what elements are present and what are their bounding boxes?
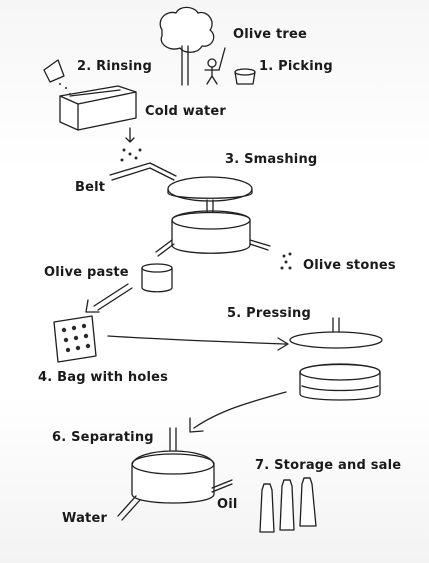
smashing-machine-icon — [155, 176, 271, 257]
separator-icon — [117, 427, 233, 521]
olive-box-icon — [43, 59, 71, 95]
arrow-paste-to-bag — [85, 283, 133, 313]
cold-water-label: Cold water — [145, 104, 226, 119]
olives-on-belt-icon — [120, 148, 142, 162]
rinsing-label: 2. Rinsing — [77, 59, 152, 74]
storage-and-sale-label: 7. Storage and sale — [255, 458, 402, 473]
bag-with-holes-label: 4. Bag with holes — [38, 370, 169, 385]
olive-tree-icon — [159, 6, 215, 86]
smashing-label: 3. Smashing — [225, 152, 318, 167]
paste-container-icon — [141, 263, 173, 293]
olive-stones-label: Olive stones — [303, 258, 396, 273]
belt-icon — [109, 162, 177, 181]
pressing-label: 5. Pressing — [227, 306, 311, 321]
pressing-machine-icon — [289, 317, 383, 401]
water-tank-icon — [59, 85, 137, 131]
arrow-bag-to-press — [107, 335, 289, 351]
belt-label: Belt — [75, 180, 106, 195]
olive-tree-label: Olive tree — [233, 27, 308, 42]
olive-paste-label: Olive paste — [44, 265, 129, 280]
picker-figure-icon — [204, 47, 226, 85]
water-label: Water — [62, 511, 108, 526]
separating-label: 6. Separating — [52, 430, 154, 445]
arrow-press-to-separator — [189, 391, 287, 433]
bag-with-holes-icon — [53, 315, 97, 363]
oil-label: Oil — [217, 497, 238, 512]
oil-bottles-icon — [259, 477, 317, 533]
arrow-tank-to-belt — [125, 127, 135, 143]
picking-label: 1. Picking — [259, 59, 333, 74]
basket-icon — [234, 68, 256, 85]
olive-stones-icon — [280, 252, 292, 270]
